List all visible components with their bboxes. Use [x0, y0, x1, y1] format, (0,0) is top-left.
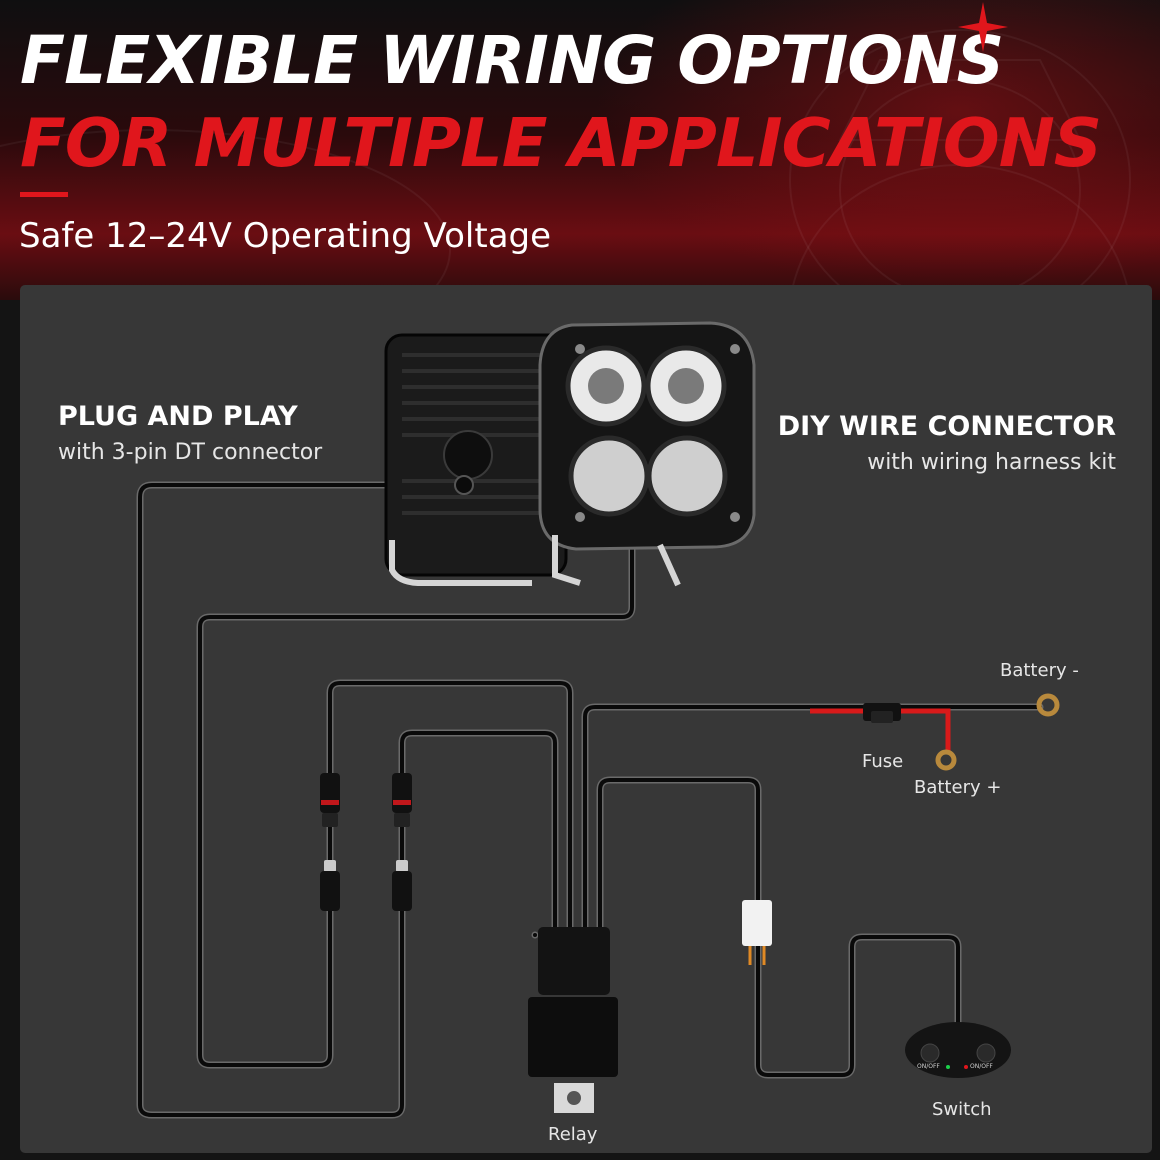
led-pod-front-icon [538, 321, 756, 587]
switch-button-left-label: ON/OFF [917, 1063, 940, 1070]
battery-positive-label: Battery + [914, 777, 1002, 798]
wire-plug-and-play-lead [138, 483, 462, 1117]
wire-connector-a-lead-outline [326, 679, 574, 937]
plug-and-play-title: PLUG AND PLAY [58, 401, 298, 432]
ring-terminal-icon [935, 749, 957, 771]
wire-connector-b-lead [400, 731, 557, 935]
wiring-diagram [136, 321, 1060, 1119]
relay-icon [528, 927, 618, 1113]
rocker-switch-icon [905, 1022, 1011, 1078]
led-pod-rear-icon [384, 333, 568, 586]
two-pin-plug-icon [742, 900, 772, 965]
wire-switch-lead [598, 778, 960, 1077]
hero-banner: FLEXIBLE WIRING OPTIONS FOR MULTIPLE APP… [0, 0, 1160, 300]
headline-line-1: FLEXIBLE WIRING OPTIONS [20, 22, 1004, 99]
harness-wires [136, 481, 1044, 1119]
wiring-diagram-panel: PLUG AND PLAY with 3-pin DT connector DI… [20, 285, 1152, 1153]
background-pattern [0, 29, 1131, 300]
wire-diy-loop [198, 543, 634, 1067]
diy-connector-subtitle: with wiring harness kit [867, 450, 1116, 475]
diy-connector-title: DIY WIRE CONNECTOR [777, 411, 1116, 442]
voltage-subheading: Safe 12–24V Operating Voltage [19, 216, 552, 256]
four-point-star-icon [958, 2, 1008, 52]
dt-connector-icon [392, 773, 412, 911]
relay-label: Relay [548, 1124, 598, 1145]
fuse-icon [863, 703, 901, 723]
ring-terminal-icon [1036, 693, 1060, 717]
wire-battery-lead [583, 705, 1042, 935]
fuse-label: Fuse [862, 751, 904, 772]
battery-negative-label: Battery - [1000, 660, 1079, 681]
headline-line-2: FOR MULTIPLE APPLICATIONS [20, 104, 1102, 182]
wire-battery-lead-outline [581, 703, 1044, 937]
wire-switch-lead-outline [596, 776, 962, 1079]
wire-connector-a-lead [328, 681, 572, 935]
wire-connector-b-lead-outline [398, 729, 559, 937]
switch-label: Switch [932, 1099, 992, 1120]
switch-button-right-label: ON/OFF [970, 1063, 993, 1070]
dt-connector-icon [320, 773, 340, 911]
plug-and-play-subtitle: with 3-pin DT connector [58, 440, 323, 465]
positive-wire [810, 708, 951, 753]
accent-divider [20, 192, 68, 197]
led-light-pods [384, 321, 756, 587]
